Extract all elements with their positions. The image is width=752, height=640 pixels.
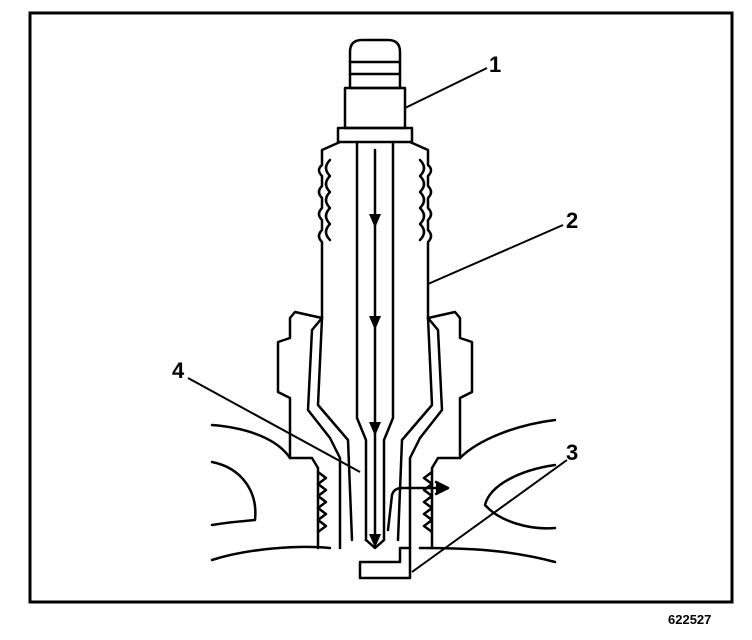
leader-line-1 [404, 67, 488, 109]
flow-arrow-2 [369, 316, 381, 330]
ground-electrode [358, 546, 412, 580]
callout-1: 1 [489, 52, 501, 77]
leader-line-4 [187, 377, 361, 473]
cylinder-head-right-chamber [483, 463, 557, 530]
cylinder-head-left-lower [210, 545, 332, 562]
terminal-nut [348, 38, 402, 90]
terminal-stud [343, 86, 407, 130]
cylinder-head-right-lower [418, 546, 557, 564]
leader-line-2 [427, 224, 564, 285]
insulator-body [317, 140, 433, 320]
callout-3: 3 [566, 440, 578, 465]
shell-threads-left [316, 470, 328, 534]
figure-code: 622527 [668, 612, 711, 627]
leader-line-3 [411, 459, 568, 573]
flow-arrow-1 [369, 214, 381, 228]
flow-arrow-4 [369, 534, 381, 548]
center-electrode [355, 140, 395, 542]
cylinder-head-left-upper [210, 423, 292, 460]
callout-2: 2 [566, 208, 578, 233]
callout-4: 4 [172, 358, 185, 383]
figure-frame [28, 11, 734, 604]
insulator-collar [336, 126, 414, 144]
cylinder-head-right-upper [458, 418, 557, 460]
spark-path-arrow [386, 486, 444, 532]
flow-arrow-3 [369, 422, 381, 436]
shell-threads-right [422, 470, 434, 534]
cylinder-head-left-chamber [210, 460, 257, 527]
shell-hex [276, 310, 474, 550]
